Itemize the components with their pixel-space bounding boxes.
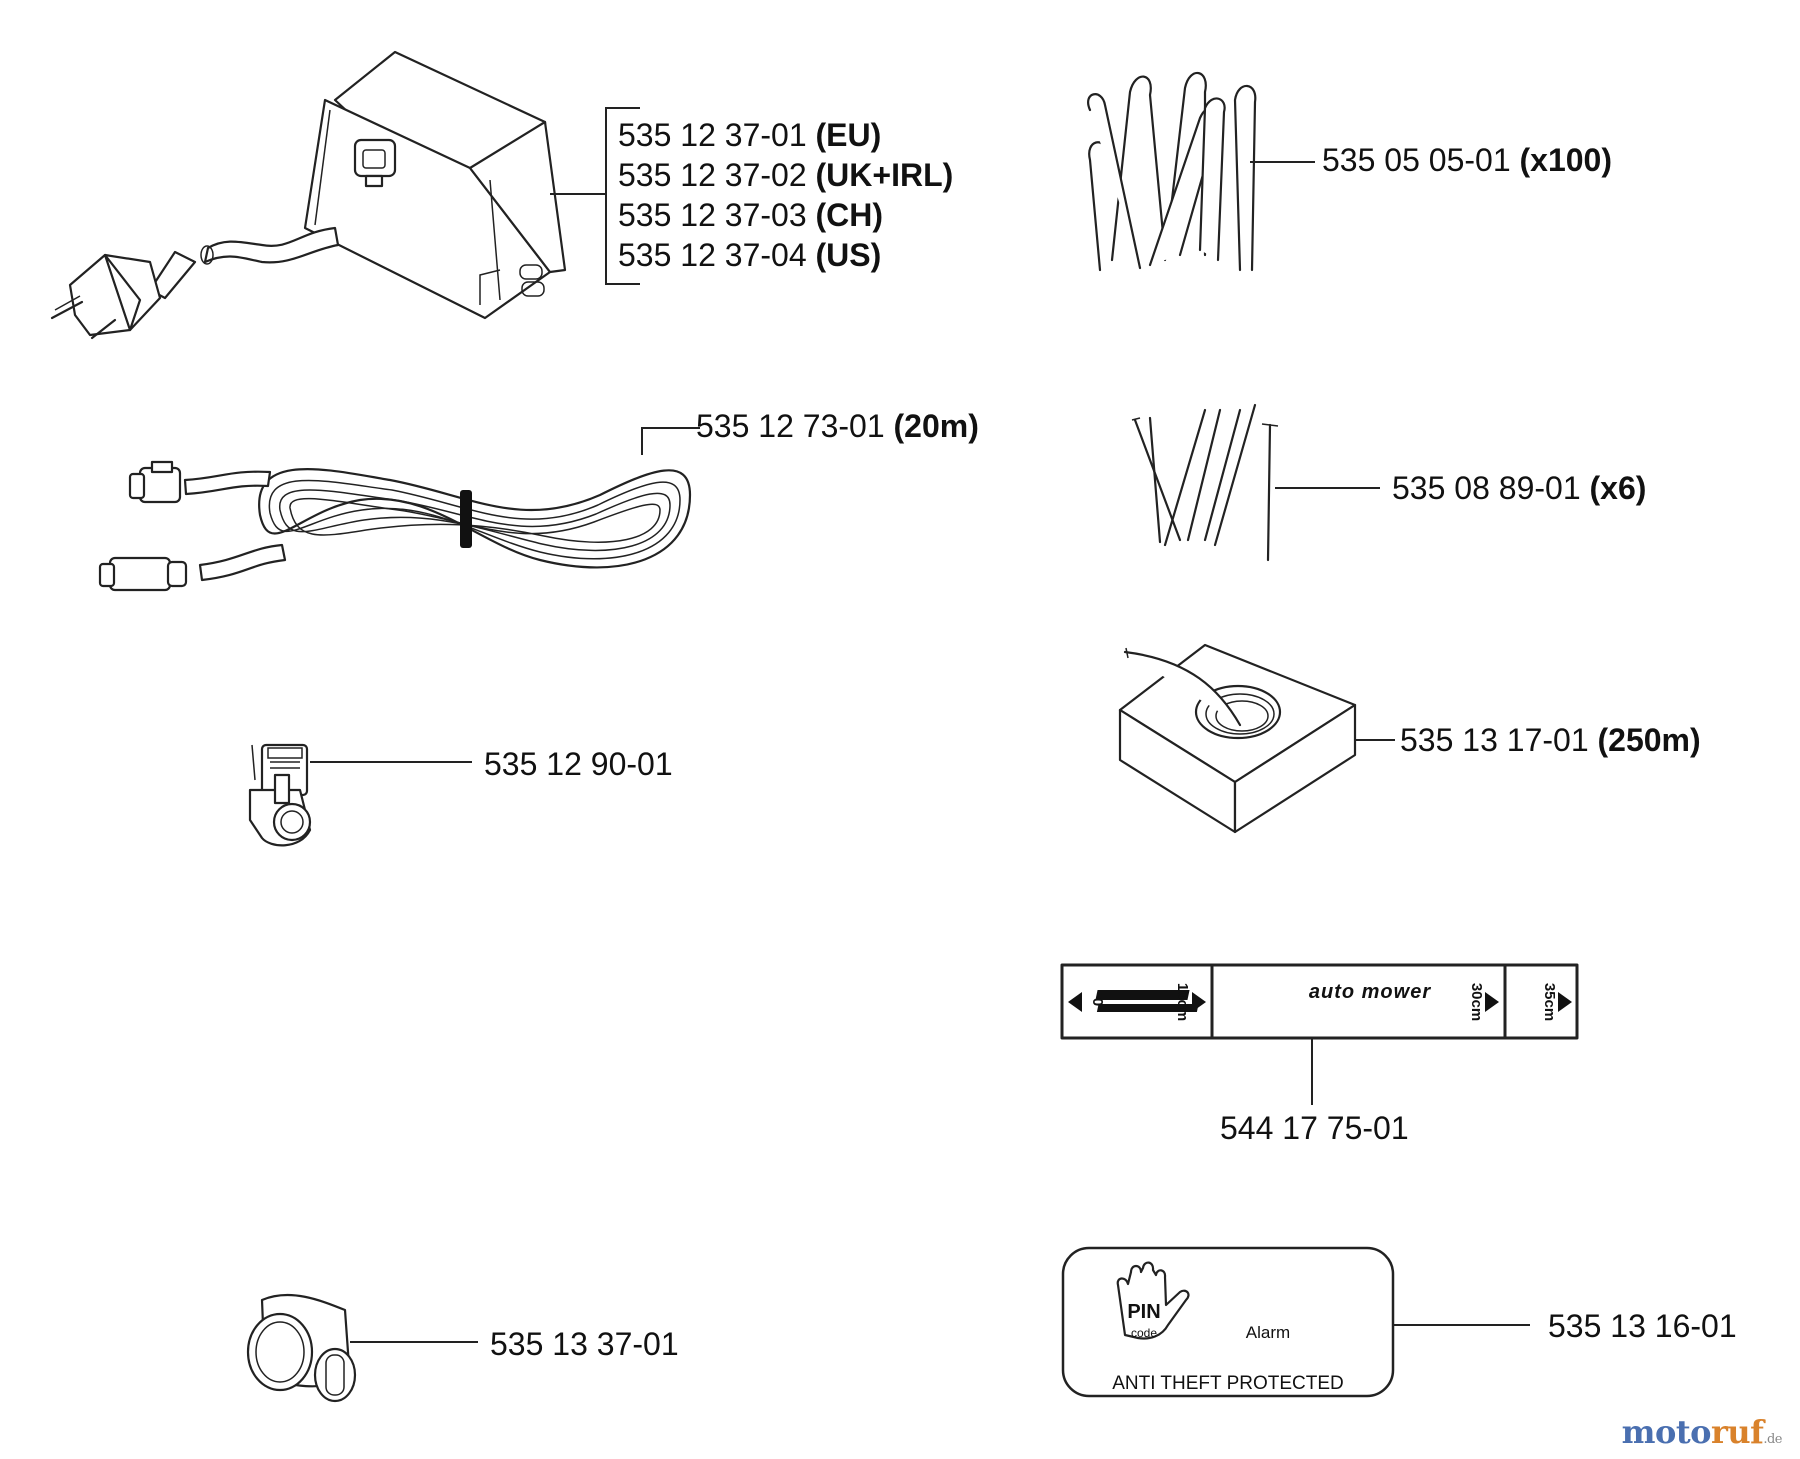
tape-logo: auto mower <box>1308 981 1432 1003</box>
watermark-part1: moto <box>1621 1413 1712 1451</box>
connector-illustration <box>246 1293 357 1403</box>
measuring-tape-label: 544 17 75-01 <box>1220 1108 1409 1148</box>
part-number: 535 08 89-01 <box>1392 470 1581 506</box>
part-number: 535 13 16-01 <box>1548 1308 1737 1344</box>
part-suffix: (UK+IRL) <box>815 157 954 193</box>
part-number: 535 12 73-01 <box>696 408 885 444</box>
power-supply-bracket <box>605 107 640 285</box>
part-number: 535 12 37-02 <box>618 157 807 193</box>
boundary-wire-label: 535 13 17-01 (250m) <box>1400 720 1701 760</box>
power-supply-illustration <box>50 50 567 340</box>
power-supply-variant-us: 535 12 37-04 (US) <box>618 235 881 275</box>
part-number: 535 12 37-04 <box>618 237 807 273</box>
power-supply-variant-ch: 535 12 37-03 (CH) <box>618 195 883 235</box>
part-number: 544 17 75-01 <box>1220 1110 1409 1146</box>
small-pegs-illustration <box>1131 403 1279 562</box>
part-suffix: (20m) <box>893 408 979 444</box>
decal-code-label: code <box>1131 1326 1157 1340</box>
measuring-tape-illustration <box>1060 963 1579 1040</box>
part-suffix: (x100) <box>1519 142 1613 178</box>
large-pegs-illustration <box>1087 71 1257 272</box>
part-suffix: (250m) <box>1597 722 1701 758</box>
watermark-tld: .de <box>1763 1432 1782 1447</box>
tape-mark-30cm: 30cm <box>1468 983 1485 1021</box>
watermark-part2: ruf <box>1710 1413 1764 1451</box>
decal-pin-label: PIN <box>1127 1301 1160 1323</box>
tape-mark-0: 0 <box>1089 998 1106 1006</box>
coupler-label: 535 12 90-01 <box>484 744 673 784</box>
part-number: 535 12 90-01 <box>484 746 673 782</box>
part-number: 535 05 05-01 <box>1322 142 1511 178</box>
decal-caption: ANTI THEFT PROTECTED <box>1112 1373 1344 1394</box>
power-supply-variant-uk-irl: 535 12 37-02 (UK+IRL) <box>618 155 953 195</box>
part-suffix: (x6) <box>1589 470 1647 506</box>
part-suffix: (EU) <box>815 117 882 153</box>
decal-label: 535 13 16-01 <box>1548 1306 1737 1346</box>
low-voltage-cable-illustration <box>98 460 692 592</box>
tape-mark-35cm: 35cm <box>1541 983 1558 1021</box>
connector-label: 535 13 37-01 <box>490 1324 679 1364</box>
part-number: 535 13 37-01 <box>490 1326 679 1362</box>
coupler-illustration <box>248 743 312 847</box>
power-supply-variant-eu: 535 12 37-01 (EU) <box>618 115 881 155</box>
tape-mark-10cm: 10cm <box>1174 983 1191 1021</box>
decal-illustration <box>1061 1246 1395 1398</box>
watermark-logo: motoruf.de <box>1621 1413 1783 1451</box>
low-voltage-cable-leader <box>641 427 700 455</box>
part-suffix: (CH) <box>815 197 884 233</box>
decal-alarm-label: Alarm <box>1246 1323 1290 1342</box>
part-number: 535 12 37-01 <box>618 117 807 153</box>
low-voltage-cable-label: 535 12 73-01 (20m) <box>696 406 979 446</box>
large-pegs-label: 535 05 05-01 (x100) <box>1322 140 1612 180</box>
part-number: 535 12 37-03 <box>618 197 807 233</box>
part-suffix: (US) <box>815 237 882 273</box>
part-number: 535 13 17-01 <box>1400 722 1589 758</box>
boundary-wire-illustration <box>1118 643 1357 834</box>
small-pegs-label: 535 08 89-01 (x6) <box>1392 468 1646 508</box>
